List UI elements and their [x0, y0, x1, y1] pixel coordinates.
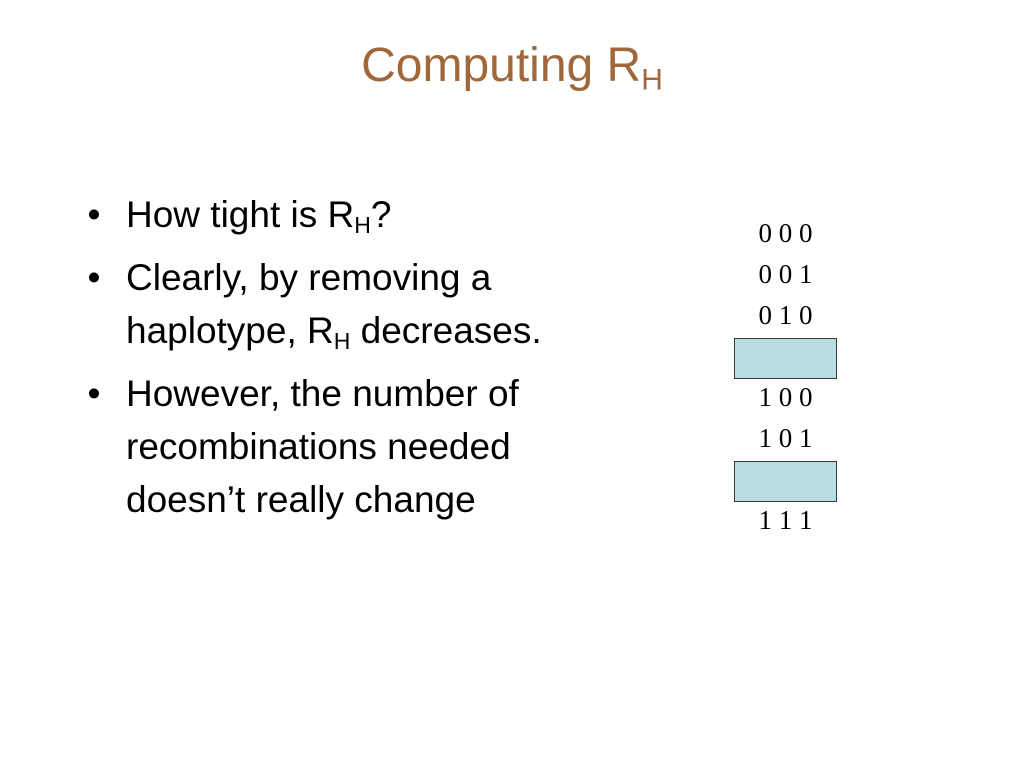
haplotype-row: 0 0 0 — [758, 218, 813, 248]
bullet-item-recombinations: • However, the number of recombinations … — [84, 367, 594, 526]
haplotype-row: 1 1 1 — [758, 505, 813, 535]
haplotype-row: 1 0 1 — [758, 423, 813, 453]
bullet-text: However, the number of recombinations ne… — [126, 373, 519, 520]
removed-haplotype-slot — [734, 459, 837, 502]
bullet-item-how-tight: • How tight is RH? — [84, 188, 594, 241]
haplotype-column: 0 0 0 0 0 1 0 1 0 1 0 0 1 0 1 1 1 1 — [734, 213, 837, 541]
bullet-text-end: ? — [370, 194, 392, 235]
bullet-item-removing-haplotype: • Clearly, by removing a haplotype, RH d… — [84, 251, 594, 357]
haplotype-row: 0 0 1 — [758, 259, 813, 289]
haplotype-row: 1 0 0 — [758, 382, 813, 412]
bullet-subscript: H — [354, 211, 371, 238]
bullet-text: Clearly, by removing a haplotype, R — [126, 257, 492, 351]
removed-haplotype-slot — [734, 336, 837, 379]
bullet-text-end: decreases. — [350, 310, 542, 351]
removed-haplotype-box — [734, 338, 837, 379]
slide-title-main: Computing R — [361, 39, 642, 92]
slide-title: Computing RH — [0, 36, 1024, 96]
haplotype-row: 0 1 0 — [758, 300, 813, 330]
bullet-list: • How tight is RH? • Clearly, by removin… — [84, 188, 594, 536]
slide-title-subscript: H — [641, 63, 663, 97]
bullet-dot-icon: • — [87, 257, 101, 298]
bullet-dot-icon: • — [87, 373, 101, 414]
removed-haplotype-box — [734, 461, 837, 502]
bullet-dot-icon: • — [87, 194, 101, 235]
bullet-text: How tight is R — [126, 194, 355, 235]
bullet-subscript: H — [333, 327, 351, 354]
